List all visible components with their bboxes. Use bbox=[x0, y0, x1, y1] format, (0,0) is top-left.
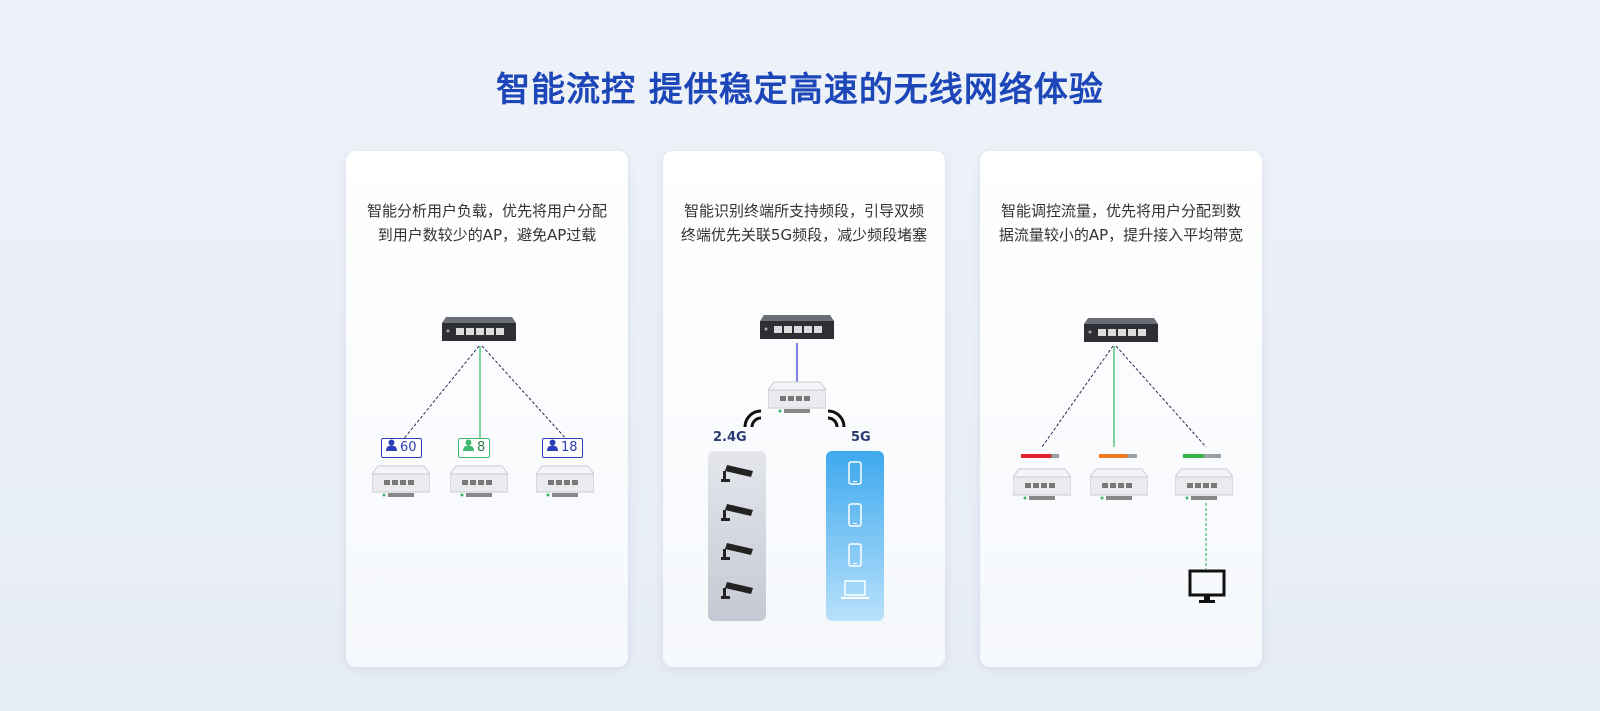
phone-icon bbox=[848, 461, 862, 485]
switch-icon bbox=[442, 317, 516, 341]
card-description: 智能识别终端所支持频段，引导双频终端优先关联5G频段，减少频段堵塞 bbox=[680, 202, 928, 244]
access-point-icon bbox=[768, 381, 826, 413]
link-lines bbox=[796, 343, 798, 383]
monitor-icon bbox=[1188, 569, 1226, 603]
access-point-icon bbox=[372, 465, 430, 497]
band-label-2-4g: 2.4G bbox=[713, 430, 747, 445]
user-count: 8 bbox=[477, 440, 486, 455]
band-label-5g: 5G bbox=[851, 430, 871, 445]
laptop-icon bbox=[841, 580, 869, 599]
user-icon bbox=[463, 439, 474, 457]
legacy-device-column bbox=[708, 451, 766, 621]
card-load-balance: 智能分析用户负载，优先将用户分配到用户数较少的AP，避免AP过载 60 8 18 bbox=[346, 151, 628, 667]
camera-icon bbox=[721, 543, 753, 560]
phone-icon bbox=[848, 503, 862, 527]
card-description: 智能分析用户负载，优先将用户分配到用户数较少的AP，避免AP过载 bbox=[366, 202, 607, 244]
camera-icon bbox=[721, 504, 753, 521]
camera-icon bbox=[721, 465, 753, 482]
access-point-icon bbox=[1013, 468, 1071, 500]
access-point-icon bbox=[1175, 468, 1233, 500]
card-traffic-control: 智能调控流量，优先将用户分配到数据流量较小的AP，提升接入平均带宽 bbox=[980, 151, 1262, 667]
user-count: 60 bbox=[400, 440, 417, 455]
link-lines bbox=[1041, 345, 1207, 569]
user-count-badge: 60 bbox=[381, 438, 422, 458]
camera-icon bbox=[721, 582, 753, 599]
page-title: 智能流控 提供稳定高速的无线网络体验 bbox=[496, 70, 1104, 110]
switch-icon bbox=[1084, 318, 1158, 342]
card-description: 智能调控流量，优先将用户分配到数据流量较小的AP，提升接入平均带宽 bbox=[998, 202, 1244, 244]
dual-band-device-column bbox=[826, 451, 884, 621]
access-point-icon bbox=[1090, 468, 1148, 500]
phone-icon bbox=[848, 543, 862, 567]
user-icon bbox=[547, 439, 558, 457]
user-count-badge: 8 bbox=[458, 438, 491, 458]
user-count-badge: 18 bbox=[542, 438, 583, 458]
wifi-signal-right-icon bbox=[827, 409, 846, 428]
access-point-icon bbox=[536, 465, 594, 497]
user-count: 18 bbox=[561, 440, 578, 455]
link-lines bbox=[401, 345, 569, 442]
switch-icon bbox=[760, 315, 834, 339]
user-icon bbox=[386, 439, 397, 457]
card-band-steering: 智能识别终端所支持频段，引导双频终端优先关联5G频段，减少频段堵塞 2.4G 5… bbox=[663, 151, 945, 667]
access-point-icon bbox=[450, 465, 508, 497]
wifi-signal-left-icon bbox=[743, 409, 762, 428]
traffic-load-bar-medium bbox=[1099, 454, 1137, 458]
traffic-load-bar-low bbox=[1183, 454, 1221, 458]
traffic-load-bar-high bbox=[1021, 454, 1059, 458]
